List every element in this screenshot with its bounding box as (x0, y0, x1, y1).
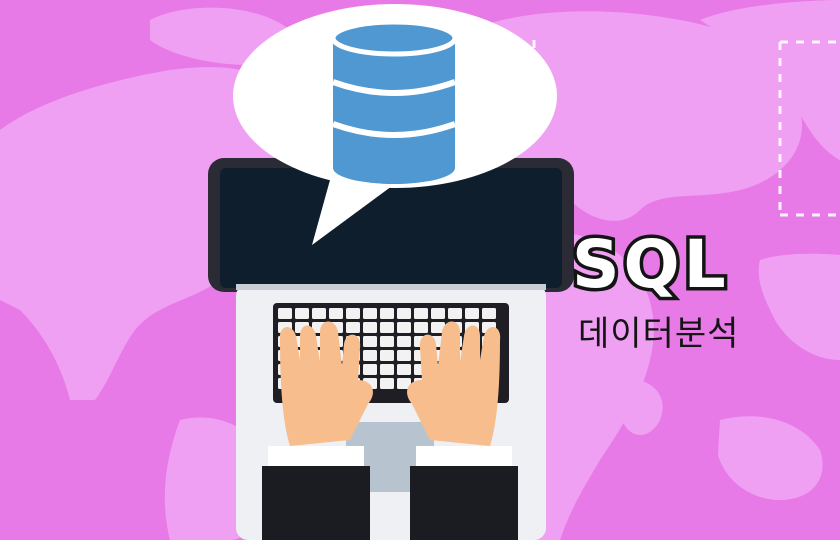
data-analysis-subtitle: 데이터분석 (578, 314, 740, 354)
keycap (363, 308, 377, 319)
right-hand-icon (407, 321, 518, 540)
keycap (380, 364, 394, 375)
keycap (363, 336, 377, 347)
keycap (278, 308, 292, 319)
left-hand-icon (262, 321, 373, 540)
keycap (397, 308, 411, 319)
keycap (397, 336, 411, 347)
keycap (397, 364, 411, 375)
keycap (363, 322, 377, 333)
database-icon (330, 19, 458, 184)
keycap (397, 378, 411, 389)
keycap (397, 322, 411, 333)
keycap (431, 308, 445, 319)
title-block: SQL 데이터분석 (569, 226, 772, 354)
keycap (414, 308, 428, 319)
keycap (448, 308, 462, 319)
sql-title: SQL (569, 226, 730, 303)
keycap (465, 308, 479, 319)
keycap (363, 350, 377, 361)
keycap (380, 350, 394, 361)
keycap (346, 308, 360, 319)
keycap (397, 350, 411, 361)
keycap (380, 322, 394, 333)
keycap (363, 364, 377, 375)
keycap (414, 322, 428, 333)
keycap (482, 308, 496, 319)
keycap (431, 322, 445, 333)
keycap (346, 322, 360, 333)
keycap (312, 308, 326, 319)
keycap (380, 308, 394, 319)
keycap (295, 308, 309, 319)
keycap (329, 308, 343, 319)
keycap (380, 336, 394, 347)
keycap (380, 378, 394, 389)
